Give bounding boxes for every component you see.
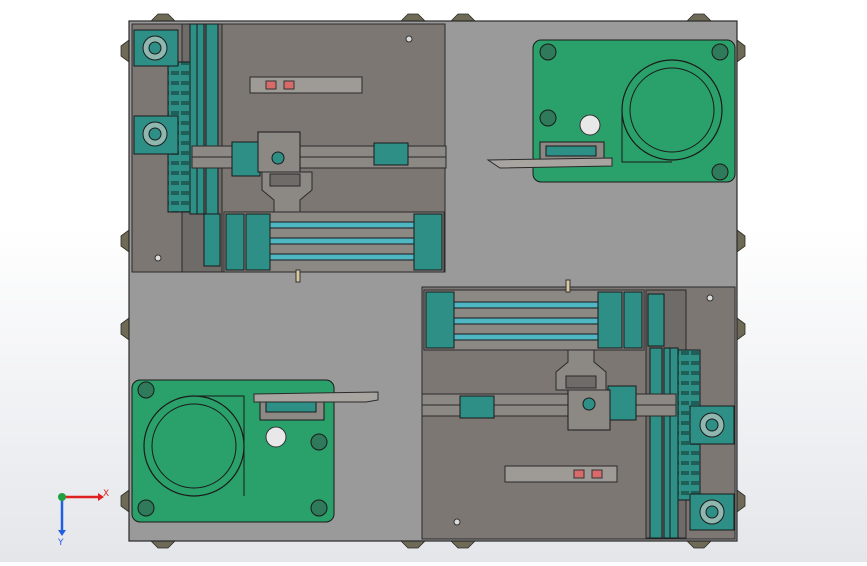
axis-triad: X Y: [57, 489, 109, 548]
x-axis-label: X: [103, 489, 109, 499]
top-right-spiral-feeder: [486, 39, 736, 183]
top-left-linear-module: [131, 23, 447, 283]
bottom-left-spiral-feeder: [131, 379, 379, 523]
mounting-feet: [120, 13, 746, 549]
y-axis-label: Y: [57, 538, 64, 548]
bottom-right-linear-module: [421, 279, 736, 540]
